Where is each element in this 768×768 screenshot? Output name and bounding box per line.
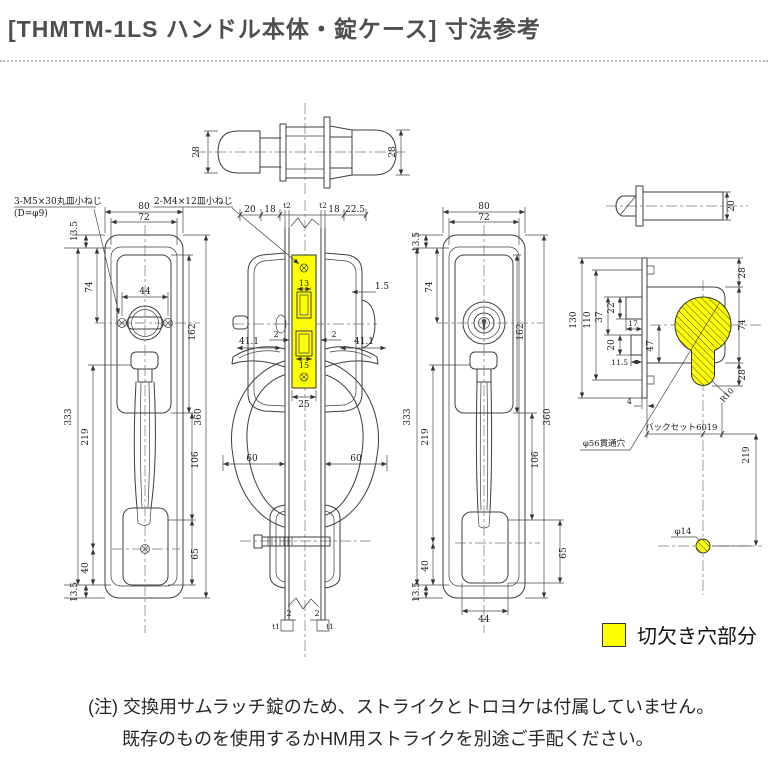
dim-text: t1 [272, 622, 280, 631]
thumb-piece [232, 315, 249, 330]
dim-text: 28 [738, 267, 748, 279]
dim-text: 22 [607, 302, 617, 313]
dim-text: 74 [425, 281, 435, 293]
phi14-cutout [695, 538, 711, 554]
dim-text: 28 [738, 369, 748, 381]
footnote-line2: 既存のものを使用するかHM用ストライクを別途ご手配ください。 [122, 728, 654, 749]
dim-text: 37 [595, 311, 605, 323]
dim-text: 360 [543, 408, 553, 425]
dim-text: t2 [319, 201, 327, 210]
dim-text: 130 [569, 311, 579, 328]
dim-text: 333 [64, 408, 74, 425]
footnote: (注) 交換用サムラッチ錠のため、ストライクとトロヨケは付属していません。 既存… [88, 692, 714, 755]
dim-text: 4 [627, 397, 632, 406]
dim-text: 11.5 [611, 358, 628, 367]
dim-text: 25 [298, 400, 310, 410]
dim-text: 22.5 [345, 205, 365, 215]
legend-label: 切欠き穴部分 [637, 626, 757, 648]
dim-text: 2 [286, 609, 291, 618]
latch-bolt-view: 20 [606, 185, 748, 227]
dim-text: 13.5 [70, 582, 80, 602]
dim-text: φ14 [675, 527, 692, 537]
dim-text: 47 [646, 340, 656, 352]
dim-text: 18 [328, 205, 340, 215]
dim-text: 219 [81, 428, 91, 445]
dim-text: 65 [191, 548, 201, 560]
lock-case-view: 22 37 17 20 11.5 110 130 47 4 [569, 257, 762, 595]
dim-text: 1.5 [375, 282, 390, 292]
dim-text: 40 [421, 560, 431, 572]
dim-text: 44 [478, 615, 490, 625]
top-view-knob: 28 28 [192, 103, 410, 197]
dim-text: 17 [628, 319, 638, 328]
section-view: 2-M4×12皿小ねじ 20 18 t2 t2 18 22.5 1.5 13 1… [154, 196, 389, 660]
dim-text: 80 [478, 202, 490, 212]
dim-text: 74 [85, 281, 95, 293]
dim-text: t2 [283, 201, 291, 210]
dim-text: φ56貫通穴 [583, 438, 626, 449]
dim-text: 219 [742, 446, 752, 463]
dim-text: 41.1 [239, 337, 259, 347]
dim-text: 60 [350, 454, 362, 464]
dim-text: 2 [314, 609, 319, 618]
dim-text: 162 [516, 323, 526, 340]
dim-text: 162 [188, 323, 198, 340]
keyhole-cutout [674, 296, 732, 386]
dim-text: t1 [326, 622, 334, 631]
screw-note-label: (D=φ9) [14, 208, 48, 219]
dim-text: 44 [139, 287, 151, 297]
dim-text: 28 [192, 146, 202, 158]
dim-text: 13.5 [412, 232, 422, 252]
dim-text: 106 [191, 451, 201, 468]
dim-text: 40 [81, 562, 91, 574]
dim-text: 41.1 [354, 337, 374, 347]
dim-text: 74 [738, 319, 748, 331]
dim-text: 13.5 [70, 221, 80, 241]
dim-text: 18 [264, 205, 276, 215]
dotted-divider [0, 60, 768, 62]
dim-text: 72 [138, 213, 149, 223]
interior-handle-view: 3-M5×30丸皿小ねじ (D=φ9) 80 72 13.5 74 44 162 [14, 195, 210, 633]
screw-note-label: 2-M4×12皿小ねじ [154, 196, 233, 207]
legend: 切欠き穴部分 [602, 620, 757, 649]
dim-text: 13.5 [412, 582, 422, 602]
cutout-color-swatch [602, 622, 626, 647]
dim-text: 333 [403, 408, 413, 425]
dim-text: 13 [299, 279, 309, 288]
dim-text: 15 [299, 361, 309, 370]
dim-text: 110 [583, 311, 593, 328]
dim-text: 106 [531, 451, 541, 468]
dim-text: 2 [273, 330, 278, 339]
dim-text: 219 [421, 428, 431, 445]
dim-text: 60 [246, 454, 258, 464]
screw-icon [299, 263, 309, 382]
dim-text: 72 [478, 213, 489, 223]
screw-note-label: 3-M5×30丸皿小ねじ [14, 195, 102, 207]
dim-text: 20 [727, 200, 737, 212]
dim-text: バックセット60 [645, 423, 707, 433]
dim-text: 65 [559, 547, 569, 559]
dim-text: 2 [331, 330, 336, 339]
dim-text: 28 [388, 146, 398, 158]
lock-case-cutout [291, 254, 317, 389]
page-title: [THMTM-1LS ハンドル本体・錠ケース] 寸法参考 [8, 16, 541, 42]
dim-text: 20 [607, 339, 617, 351]
footnote-line1: (注) 交換用サムラッチ錠のため、ストライクとトロヨケは付属していません。 [88, 697, 715, 717]
dim-text: 20 [244, 205, 256, 215]
dim-text: 360 [194, 408, 204, 425]
dim-text: 80 [138, 202, 150, 212]
exterior-handle-view: 80 72 13.5 74 162 333 219 40 13.5 [403, 202, 569, 633]
dim-text: 19 [707, 423, 718, 433]
